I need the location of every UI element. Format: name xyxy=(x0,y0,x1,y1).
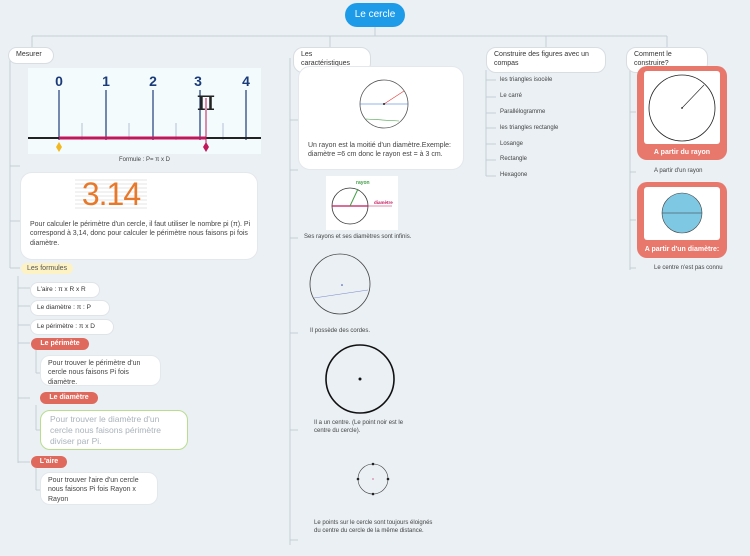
rayon-diametre-image: rayon diamètre xyxy=(326,176,398,230)
compas-item-rectangle[interactable]: Rectangle xyxy=(500,156,528,162)
ruler-tick-4: 4 xyxy=(242,73,250,89)
circle-diagram-image xyxy=(359,79,409,129)
ruler-tick-3: 3 xyxy=(194,73,202,89)
compas-item-parallelogramme[interactable]: Parallélogramme xyxy=(500,109,546,115)
diametre-card[interactable]: Pour trouver le diamètre d'un cercle nou… xyxy=(40,410,188,450)
node-aire[interactable]: L'aire xyxy=(31,456,67,468)
ruler-image: π 0 1 2 3 4 xyxy=(28,68,261,154)
centre-image xyxy=(322,344,398,416)
formula-caption: Formule : P= π x D xyxy=(119,157,170,163)
rayon-box-label: A partir du rayon xyxy=(653,149,711,156)
perimetre-card[interactable]: Pour trouver le périmètre d'un cercle no… xyxy=(40,355,161,386)
ruler-tick-2: 2 xyxy=(149,73,157,89)
formula-aire[interactable]: L'aire : π x R x R xyxy=(30,282,100,299)
pi-card[interactable]: 3.14 Pour calculer le périmètre d'un cer… xyxy=(20,172,258,260)
pi-explanation: Pour calculer le périmètre d'un cercle, … xyxy=(30,221,251,247)
node-diametre[interactable]: Le diamètre xyxy=(40,392,98,404)
infinis-text: Ses rayons et ses diamètres sont infinis… xyxy=(304,234,412,240)
svg-text:π: π xyxy=(197,84,215,117)
node-formules[interactable]: Les formules xyxy=(21,263,74,274)
formula-perimetre[interactable]: Le périmètre : π x D xyxy=(30,319,114,336)
ruler-tick-1: 1 xyxy=(102,73,110,89)
rayon-caption: A partir d'un rayon xyxy=(654,168,703,174)
diametre-box[interactable]: A partir d'un diamètre: xyxy=(637,182,727,258)
cordes-image xyxy=(306,252,376,318)
rayon-text: Un rayon est la moitié d'un diamètre.Exe… xyxy=(308,142,451,159)
aire-text: Pour trouver l'aire d'un cercle nous fai… xyxy=(48,477,139,503)
compas-item-triangles-isocele[interactable]: les triangles isocèle xyxy=(500,77,553,83)
compas-item-losange[interactable]: Losange xyxy=(500,141,524,147)
compas-item-carre[interactable]: Le carré xyxy=(500,93,523,99)
rayon-construction-image xyxy=(648,74,716,142)
compas-item-triangles-rectangle[interactable]: les triangles rectangle xyxy=(500,125,559,131)
rayon-box[interactable]: A partir du rayon xyxy=(637,66,727,160)
ruler-tick-0: 0 xyxy=(55,73,63,89)
points-image xyxy=(354,461,392,497)
node-construire-compas[interactable]: Construire des figures avec un compas xyxy=(486,47,606,73)
img-label-rayon: rayon xyxy=(356,180,370,186)
diametre-text: Pour trouver le diamètre d'un cercle nou… xyxy=(50,414,162,447)
cordes-text: Il possède des cordes. xyxy=(310,328,371,334)
diametre-box-label: A partir d'un diamètre: xyxy=(644,246,720,253)
node-perimetre[interactable]: Le périmète xyxy=(31,338,89,350)
diametre-construction-image xyxy=(661,192,703,234)
node-mesurer[interactable]: Mesurer xyxy=(8,47,54,64)
img-label-diametre: diamètre xyxy=(374,200,393,205)
centre-text: Il a un centre. (Le point noir est le ce… xyxy=(314,420,404,434)
aire-card[interactable]: Pour trouver l'aire d'un cercle nous fai… xyxy=(40,472,158,505)
rayon-card[interactable]: Un rayon est la moitié d'un diamètre.Exe… xyxy=(298,66,464,170)
perimetre-text: Pour trouver le périmètre d'un cercle no… xyxy=(48,360,141,386)
root-node[interactable]: Le cercle xyxy=(345,3,405,27)
pi-value-image: 3.14 xyxy=(75,178,147,210)
formula-diametre[interactable]: Le diamètre : π : P xyxy=(30,300,110,317)
compas-item-hexagone[interactable]: Hexagone xyxy=(500,172,528,178)
points-text: Le points sur le cercle sont toujours él… xyxy=(314,520,433,534)
diametre-caption: Le centre n'est pas connu xyxy=(654,265,723,271)
